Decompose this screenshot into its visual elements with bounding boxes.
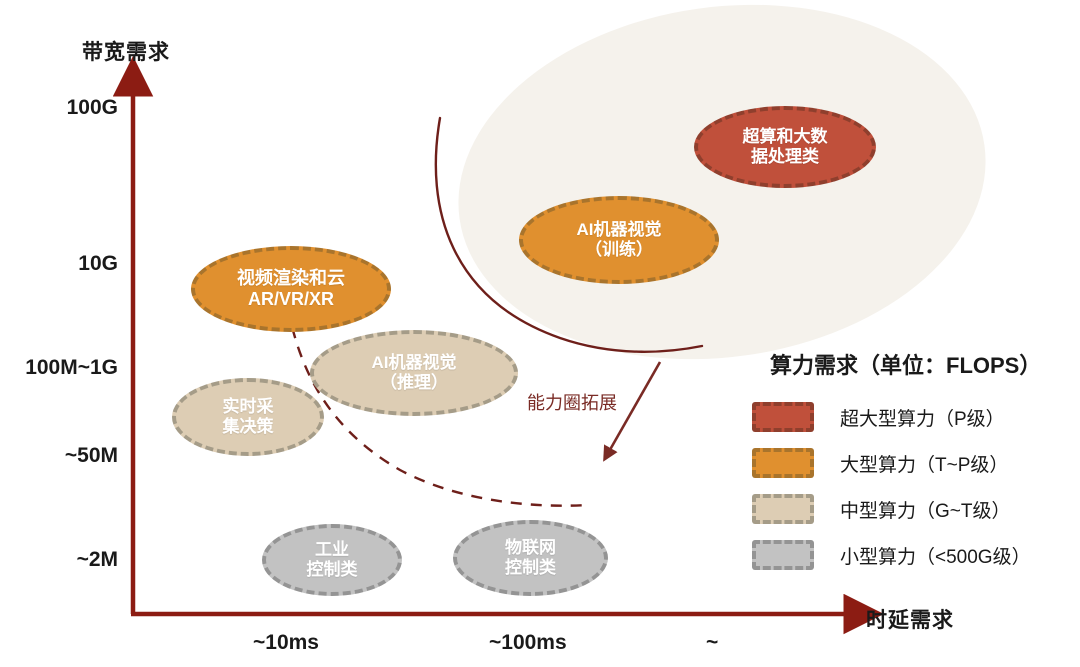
y-tick-10g: 10G — [78, 252, 118, 275]
legend-title: 算力需求（单位：FLOPS） — [770, 353, 1042, 378]
y-axis-title: 带宽需求 — [82, 41, 170, 64]
capability-boundary-solid-curve — [434, 116, 704, 353]
y-tick-50m: ~50M — [64, 444, 118, 467]
bubble-ai-vision-inference[interactable]: AI机器视觉 （推理） — [310, 330, 518, 416]
bubble-industrial-control-line2: 控制类 — [306, 560, 358, 579]
legend-item-super-large[interactable]: 超大型算力（P级） — [752, 396, 1072, 438]
expansion-arrow — [603, 361, 662, 462]
bubble-ai-vision-inference-line1: AI机器视觉 — [371, 352, 457, 372]
bubble-realtime-collect-decide-line2: 集决策 — [222, 417, 274, 436]
legend-swatch-small — [752, 540, 814, 570]
y-tick-100g: 100G — [66, 96, 118, 119]
x-tick-100ms: ~100ms — [489, 631, 567, 654]
bubble-industrial-control[interactable]: 工业 控制类 — [262, 524, 402, 596]
legend-label-medium: 中型算力（G~T级） — [840, 500, 1011, 522]
capability-boundary-dashed-curve — [286, 307, 589, 507]
bubble-iot-control-line2: 控制类 — [505, 558, 556, 577]
legend-label-super-large: 超大型算力（P级） — [840, 408, 1005, 430]
bubble-supercomputing-line1: 超算和大数 — [742, 126, 828, 146]
bubble-ai-vision-training-line1: AI机器视觉 — [576, 219, 662, 239]
bubble-realtime-collect-decide[interactable]: 实时采 集决策 — [172, 378, 324, 456]
bubble-supercomputing-line2: 据处理类 — [751, 147, 819, 166]
x-axis-title: 时延需求 — [866, 609, 954, 632]
legend-label-small: 小型算力（<500G级） — [840, 546, 1031, 568]
legend-item-small[interactable]: 小型算力（<500G级） — [752, 534, 1072, 576]
bubble-iot-control-line1: 物联网 — [505, 537, 556, 557]
bubble-ai-vision-training-line2: （训练） — [585, 240, 653, 259]
bubble-video-render-xr[interactable]: 视频渲染和云 AR/VR/XR — [191, 246, 391, 332]
bubble-video-render-xr-line1: 视频渲染和云 — [237, 267, 345, 288]
x-tick-10ms: ~10ms — [253, 631, 319, 654]
legend-item-large[interactable]: 大型算力（T~P级） — [752, 442, 1072, 484]
expansion-annotation-label: 能力圈拓展 — [527, 393, 617, 413]
x-tick-third: ~ — [706, 631, 719, 654]
legend: 算力需求（单位：FLOPS） 超大型算力（P级） 大型算力（T~P级） 中型算力… — [752, 348, 1072, 580]
bubble-iot-control[interactable]: 物联网 控制类 — [453, 520, 608, 596]
capability-region-blob — [458, 4, 986, 360]
bubble-video-render-xr-line2: AR/VR/XR — [247, 289, 334, 309]
bubble-supercomputing[interactable]: 超算和大数 据处理类 — [694, 106, 876, 188]
legend-swatch-medium — [752, 494, 814, 524]
bubble-ai-vision-inference-line2: （推理） — [380, 373, 448, 392]
bubble-realtime-collect-decide-line1: 实时采 — [222, 396, 274, 416]
y-tick-2m: ~2M — [76, 548, 118, 571]
legend-label-large: 大型算力（T~P级） — [840, 454, 1009, 476]
bubble-industrial-control-line1: 工业 — [315, 539, 349, 559]
legend-swatch-large — [752, 448, 814, 478]
y-tick-100m-1g: 100M~1G — [25, 356, 118, 379]
legend-item-medium[interactable]: 中型算力（G~T级） — [752, 488, 1072, 530]
bubble-ai-vision-training[interactable]: AI机器视觉 （训练） — [519, 196, 719, 284]
legend-swatch-super-large — [752, 402, 814, 432]
